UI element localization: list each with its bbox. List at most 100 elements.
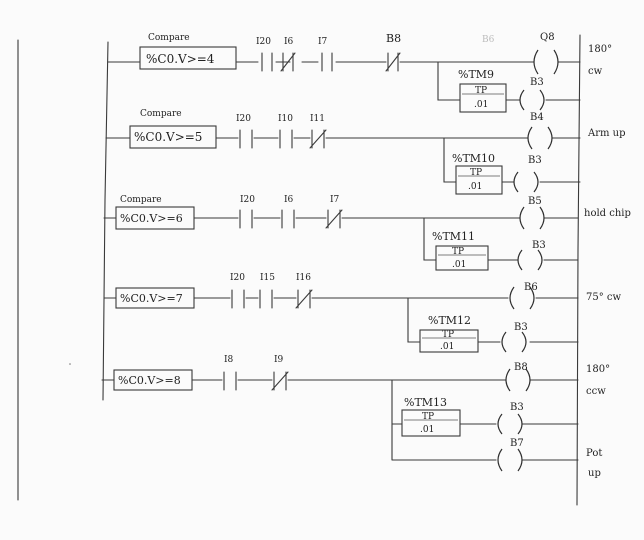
rung-1-compare-block xyxy=(139,46,237,70)
rung-3: Compare %C0.V>=6 I20 I6 I7 B5 %TM11 TP .… xyxy=(103,195,631,271)
rung-3-compare-block xyxy=(115,206,195,230)
rung-3-output-coil: B5 xyxy=(519,196,545,230)
rung-5-timer-coil-label: B3 xyxy=(510,402,524,413)
rung-5-description-1: 180° xyxy=(586,364,610,375)
rung-1-contact-4-label: B8 xyxy=(386,32,401,45)
rung-2-coil-label: B4 xyxy=(530,112,544,123)
rung-5-timer-coil: B3 xyxy=(497,402,524,435)
rung-5-extra-coil: B7 xyxy=(497,438,524,472)
rung-2-timer-name: %TM10 xyxy=(452,152,495,165)
rung-1-contact-1-label: I20 xyxy=(256,37,271,47)
rung-1-description-1: 180° xyxy=(588,44,612,55)
rung-1-output-coil: Q8 xyxy=(533,32,559,75)
rung-1-faint-label: B6 xyxy=(482,35,495,45)
rung-2-contact-2: I10 xyxy=(278,114,293,149)
rung-1-compare-expr: %C0.V>=4 xyxy=(146,52,215,66)
rung-5-contact-1: I8 xyxy=(223,355,237,391)
rung-1-description-2: cw xyxy=(588,66,603,77)
rung-3-compare-expr: %C0.V>=6 xyxy=(120,212,183,225)
rung-2-compare-header: Compare xyxy=(140,109,182,119)
rung-4-contact-1-label: I20 xyxy=(230,273,245,283)
rung-5-extra-coil-label: B7 xyxy=(510,438,524,449)
rung-3-compare-header: Compare xyxy=(120,195,162,205)
rung-4-output-coil: B6 xyxy=(509,282,538,310)
rung-1-compare-header: Compare xyxy=(148,33,190,43)
rung-3-contact-2: I6 xyxy=(281,195,295,229)
rung-4-contact-1: I20 xyxy=(230,273,245,309)
rung-5-contact-2-label: I9 xyxy=(274,355,284,365)
rung-2-output-coil: B4 xyxy=(527,112,553,150)
rung-3-timer-coil-label: B3 xyxy=(532,240,546,251)
rung-3-contact-1: I20 xyxy=(239,195,255,229)
rung-2-contact-3-label: I11 xyxy=(310,114,325,124)
rung-4-contact-3-label: I16 xyxy=(296,273,311,283)
rung-2-contact-2-label: I10 xyxy=(278,114,293,124)
rung-4: %C0.V>=7 I20 I15 I16 B6 %TM12 TP .01 B3 … xyxy=(103,273,622,353)
rung-1-timer-coil: B3 xyxy=(519,77,545,111)
rung-5-timer-name: %TM13 xyxy=(404,396,447,409)
rung-1-timer-block xyxy=(459,83,507,113)
rung-2-timer-block xyxy=(455,165,503,195)
rung-5-timer-type: TP xyxy=(422,412,434,422)
rung-1-timer-name: %TM9 xyxy=(458,68,494,81)
rung-4-timer-type: TP xyxy=(442,330,454,340)
rung-3-timer-block xyxy=(435,245,489,271)
rung-5-extra-description-1: Pot xyxy=(586,448,602,459)
rung-1-timer-coil-label: B3 xyxy=(530,77,544,88)
rung-5-description-2: ccw xyxy=(586,386,606,397)
rung-1: Compare %C0.V>=4 I20 I6 I7 B8 B6 Q8 %TM9… xyxy=(107,32,612,113)
rung-4-compare-expr: %C0.V>=7 xyxy=(120,292,183,305)
rung-2-contact-1-label: I20 xyxy=(236,114,251,124)
rung-2-contact-1: I20 xyxy=(236,114,253,149)
rung-5-compare-expr: %C0.V>=8 xyxy=(118,374,181,387)
rung-4-contact-3: I16 xyxy=(295,273,313,309)
rung-5: %C0.V>=8 I8 I9 B8 %TM13 TP .01 B3 B7 180… xyxy=(101,355,610,479)
rung-3-timer-preset: .01 xyxy=(452,260,466,270)
rung-3-timer-type: TP xyxy=(452,247,464,257)
rung-5-timer-preset: .01 xyxy=(420,425,434,435)
rung-2-compare-block xyxy=(129,125,217,149)
rung-4-contact-2-label: I15 xyxy=(260,273,275,283)
rung-5-branch xyxy=(391,379,579,461)
rung-2-timer-type: TP xyxy=(470,168,482,178)
rung-4-contact-2: I15 xyxy=(259,273,275,309)
rung-1-branch xyxy=(437,61,581,101)
rung-4-timer-preset: .01 xyxy=(440,342,454,352)
rung-5-timer-block xyxy=(401,409,461,437)
right-power-rail xyxy=(576,34,581,506)
rung-1-coil-label: Q8 xyxy=(540,32,555,43)
rung-2: Compare %C0.V>=5 I20 I10 I11 B4 %TM10 TP… xyxy=(105,109,626,195)
rung-3-coil-label: B5 xyxy=(528,196,542,207)
rung-1-contact-3: I7 xyxy=(318,37,333,72)
stray-mark xyxy=(69,363,71,365)
rung-2-timer-coil-label: B3 xyxy=(528,155,542,166)
rung-2-timer-preset: .01 xyxy=(468,182,482,192)
rung-5-extra-description-2: up xyxy=(588,468,601,479)
rung-5-output-coil: B8 xyxy=(505,362,531,392)
rung-3-timer-name: %TM11 xyxy=(432,230,475,243)
rung-3-contact-1-label: I20 xyxy=(240,195,255,205)
left-power-rail xyxy=(102,41,109,401)
rung-4-branch xyxy=(407,297,579,343)
rung-1-contact-2: I6 xyxy=(280,37,296,72)
rung-1-contact-2-label: I6 xyxy=(284,37,294,47)
rung-4-description-1: 75° cw xyxy=(586,292,622,303)
rung-4-timer-coil: B3 xyxy=(501,322,528,353)
rung-1-contact-3-label: I7 xyxy=(318,37,328,47)
rung-3-description-1: hold chip xyxy=(584,208,631,219)
rung-4-timer-coil-label: B3 xyxy=(514,322,528,333)
rung-2-timer-coil: B3 xyxy=(513,155,542,193)
rung-4-compare-block xyxy=(115,287,195,309)
rung-4-timer-name: %TM12 xyxy=(428,314,471,327)
rung-4-timer-block xyxy=(419,329,479,353)
rung-1-timer-type: TP xyxy=(475,86,487,96)
rung-5-coil-label: B8 xyxy=(514,362,528,373)
rung-2-description-1: Arm up xyxy=(587,128,626,139)
rung-2-branch xyxy=(443,137,581,183)
rung-3-contact-3: I7 xyxy=(325,195,343,229)
rung-3-contact-2-label: I6 xyxy=(284,195,294,205)
rung-3-branch xyxy=(423,217,579,261)
rung-2-compare-expr: %C0.V>=5 xyxy=(134,130,202,144)
rung-1-contact-4: B8 xyxy=(385,32,401,72)
rung-3-timer-coil: B3 xyxy=(517,240,546,271)
